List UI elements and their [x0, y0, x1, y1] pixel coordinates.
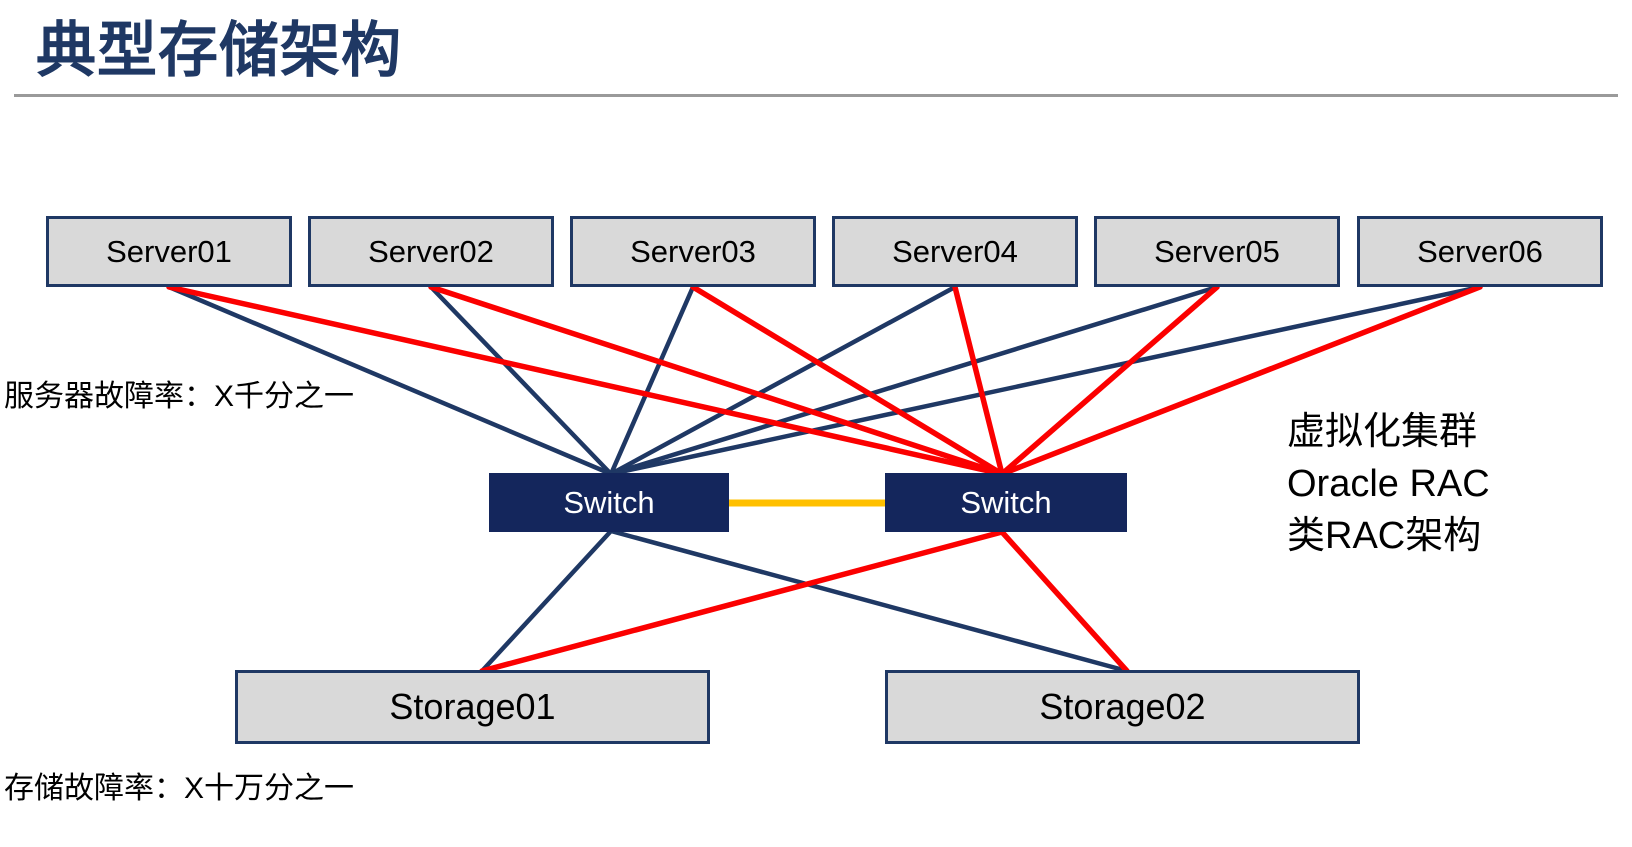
- cluster-note-line1: 虚拟化集群: [1287, 411, 1478, 453]
- storage01-label: Storage01: [389, 686, 556, 727]
- edge-server2-bottom-to-switch2-top: [428, 284, 1005, 477]
- storage-failure-rate-label: 存储故障率：X十万分之一: [4, 772, 355, 805]
- edge-server4-bottom-to-switch1-top: [608, 284, 958, 477]
- edge-server5-bottom-to-switch2-top: [999, 284, 1220, 477]
- edge-server4-bottom-to-switch2-top: [952, 284, 1005, 477]
- edge-server6-bottom-to-switch2-top: [999, 284, 1483, 477]
- switch1-label: Switch: [563, 484, 655, 520]
- server03-box: Server03: [570, 216, 816, 287]
- cluster-note-line2: Oracle RAC: [1287, 463, 1490, 505]
- storage02-label: Storage02: [1039, 686, 1206, 727]
- edge-server3-bottom-to-switch1-top: [608, 284, 696, 477]
- edge-server1-bottom-to-switch2-top: [166, 284, 1005, 477]
- storage02-box: Storage02: [885, 670, 1360, 744]
- edge-server5-bottom-to-switch1-top: [608, 284, 1220, 477]
- title-divider: [14, 94, 1618, 97]
- edge-switch2-bottom-to-storage2-top: [999, 529, 1130, 674]
- server-failure-rate-label: 服务器故障率：X千分之一: [4, 380, 355, 413]
- edge-server6-bottom-to-switch1-top: [608, 284, 1483, 477]
- storage01-box: Storage01: [235, 670, 710, 744]
- edge-server2-bottom-to-switch1-top: [428, 284, 614, 477]
- server01-box: Server01: [46, 216, 292, 287]
- server04-label: Server04: [892, 233, 1018, 269]
- edge-switch1-bottom-to-storage1-top: [479, 528, 614, 674]
- server02-label: Server02: [368, 233, 494, 269]
- server04-box: Server04: [832, 216, 1078, 287]
- switch1-box: Switch: [489, 473, 729, 532]
- server06-label: Server06: [1417, 233, 1543, 269]
- switch2-label: Switch: [960, 484, 1052, 520]
- edge-switch2-bottom-to-storage1-top: [479, 529, 1005, 674]
- cluster-note-line3: 类RAC架构: [1287, 515, 1482, 557]
- server02-box: Server02: [308, 216, 554, 287]
- edge-server3-bottom-to-switch2-top: [690, 284, 1005, 477]
- server01-label: Server01: [106, 233, 232, 269]
- cluster-note: 虚拟化集群 Oracle RAC 类RAC架构: [1287, 406, 1490, 562]
- slide-title: 典型存储架构: [36, 17, 402, 84]
- edge-switch1-bottom-to-storage2-top: [608, 528, 1130, 674]
- server05-box: Server05: [1094, 216, 1340, 287]
- switch2-box: Switch: [885, 473, 1127, 532]
- server05-label: Server05: [1154, 233, 1280, 269]
- edge-server1-bottom-to-switch1-top: [166, 284, 614, 477]
- server06-box: Server06: [1357, 216, 1603, 287]
- server03-label: Server03: [630, 233, 756, 269]
